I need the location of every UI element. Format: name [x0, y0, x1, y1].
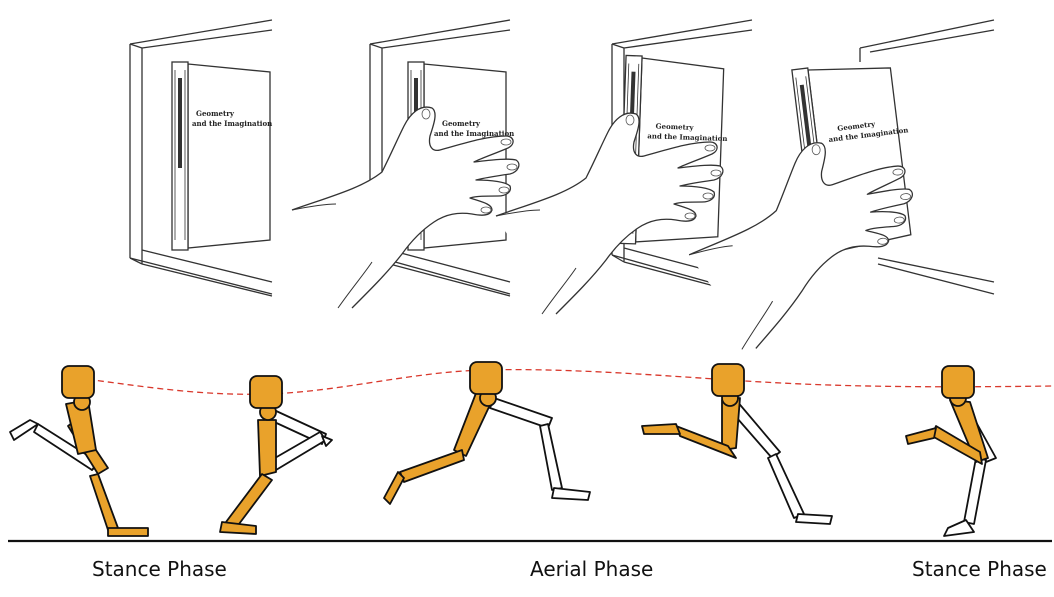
book-icon: Geometry and the Imagination	[791, 57, 913, 258]
book-title-line1: Geometry	[655, 122, 694, 132]
shelf-icon	[129, 19, 273, 297]
aerial-phase-label: Aerial Phase	[530, 557, 654, 581]
book-title-line2: and the Imagination	[647, 131, 727, 143]
panel-1: Geometry and the Imagination	[129, 19, 273, 297]
book-icon: Geometry and the Imagination	[618, 54, 728, 248]
stance-phase-label-right: Stance Phase	[912, 557, 1047, 581]
mannequin-figure	[219, 375, 333, 535]
book-title-line1: Geometry	[196, 109, 235, 118]
book-title-line1: Geometry	[442, 119, 481, 128]
mannequin-figure	[383, 361, 591, 505]
mannequin-figure	[9, 365, 149, 537]
panel-3: Geometry and the Imagination	[495, 19, 753, 315]
mannequin-figure	[641, 363, 833, 525]
head-trajectory	[77, 368, 1054, 395]
book-icon: Geometry and the Imagination	[407, 61, 514, 251]
gait-sequence	[8, 361, 1054, 543]
panel-4: Geometry and the Imagination	[681, 19, 995, 354]
book-title-line2: and the Imagination	[434, 129, 514, 138]
mannequin-figure	[905, 365, 997, 537]
shelf-icon	[859, 19, 995, 295]
book-grasp-sequence: Geometry and the Imagination Geometry an…	[129, 19, 995, 354]
stance-phase-label-left: Stance Phase	[92, 557, 227, 581]
book-icon: Geometry and the Imagination	[171, 61, 272, 251]
panel-2: Geometry and the Imagination	[291, 19, 520, 309]
book-title-line2: and the Imagination	[192, 119, 272, 128]
